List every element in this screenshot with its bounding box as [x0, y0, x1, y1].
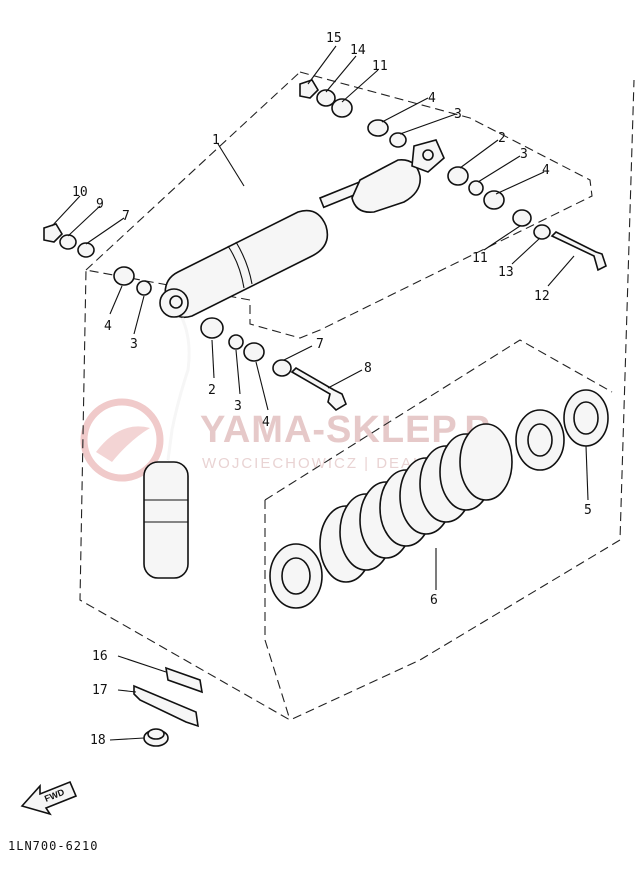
- callout-1: 1: [212, 133, 220, 148]
- callout-11-right: 11: [472, 251, 488, 266]
- watermark-logo-swoosh: [96, 426, 150, 462]
- spring-assembly-outline: [264, 500, 291, 721]
- callout-3-right: 3: [520, 147, 528, 162]
- reservoir-hose-inner: [166, 317, 191, 461]
- washer-14: [316, 89, 336, 107]
- ring-3-upper: [389, 132, 407, 148]
- washer-13: [533, 224, 551, 240]
- loose-parts: [133, 666, 204, 747]
- shock-band-2: [235, 241, 253, 285]
- watermark-main-text: YAMA-SKLEP.P: [200, 409, 491, 451]
- shock-eye-outline: [85, 71, 301, 271]
- callout-12: 12: [534, 289, 550, 304]
- label-16: [164, 666, 204, 694]
- spring-assembly: [269, 389, 609, 609]
- reservoir-body: [143, 461, 189, 579]
- fwd-arrow-shape: [20, 780, 78, 816]
- spring-coils-6: [319, 423, 513, 583]
- shock-reservoir-band: [227, 245, 245, 289]
- callout-14: 14: [350, 43, 366, 58]
- callout-4-right: 4: [542, 163, 550, 178]
- bolt-8: [290, 366, 347, 412]
- ring-3-right: [468, 180, 484, 196]
- collar-4-right: [483, 190, 505, 210]
- spring-upper-retainer-hole: [527, 423, 553, 457]
- shock-absorber: [159, 139, 445, 319]
- callout-5: 5: [584, 503, 592, 518]
- fwd-arrow: FWD: [20, 780, 78, 816]
- washer-11-right: [512, 209, 532, 227]
- drawing-code: 1LN700-6210: [8, 839, 98, 853]
- shock-lower-eye-hole: [169, 295, 183, 309]
- callout-2-right: 2: [498, 131, 506, 146]
- callout-7-lower: 7: [316, 337, 324, 352]
- callout-13: 13: [498, 265, 514, 280]
- assembly-outlines: [79, 71, 635, 721]
- washer-11-upper: [331, 98, 353, 118]
- callout-2-lower: 2: [208, 383, 216, 398]
- callout-6: 6: [430, 593, 438, 608]
- reservoir: [143, 317, 191, 579]
- callout-16: 16: [92, 649, 108, 664]
- callout-8: 8: [364, 361, 372, 376]
- nut-10: [43, 223, 64, 243]
- clamp-17: [133, 684, 199, 728]
- shock-upper-housing: [351, 159, 421, 214]
- upper-hardware: [299, 79, 407, 148]
- watermark-sub-text: WOJCIECHOWICZ | DEAL: [202, 455, 423, 472]
- collar-4-left: [113, 266, 135, 286]
- ring-3-left: [136, 280, 152, 296]
- collar-4-upper: [367, 119, 389, 137]
- washer-9: [59, 234, 77, 250]
- spring-seat-5-hole: [573, 401, 599, 435]
- callout-17: 17: [92, 683, 108, 698]
- bushing-2-right: [447, 166, 469, 186]
- bolt-12: [550, 231, 607, 272]
- callout-3-left: 3: [130, 337, 138, 352]
- callouts: 15 14 11 4 3 1 2 3 4 10 9 7 11 13 12 4 3…: [72, 31, 592, 748]
- washer-7-left: [77, 242, 95, 258]
- left-hardware: [43, 223, 152, 296]
- callout-4-lower: 4: [262, 415, 270, 430]
- callout-18: 18: [90, 733, 106, 748]
- cap-18-top: [147, 728, 165, 740]
- shock-assembly-outline: [79, 71, 635, 721]
- ring-3-lower: [228, 334, 244, 350]
- leader-lines: [51, 45, 589, 741]
- callout-3-lower: 3: [234, 399, 242, 414]
- collar-4-lower: [243, 342, 265, 362]
- callout-4-upper: 4: [428, 91, 436, 106]
- callout-10: 10: [72, 185, 88, 200]
- callout-3-upper: 3: [454, 107, 462, 122]
- watermark-logo: [80, 398, 164, 482]
- callout-11-upper: 11: [372, 59, 388, 74]
- spring-lower-seat-hole: [281, 557, 311, 595]
- callout-15: 15: [326, 31, 342, 46]
- spring-box-outline: [264, 339, 613, 501]
- watermark: YAMA-SKLEP.P WOJCIECHOWICZ | DEAL: [80, 398, 491, 482]
- washer-7-lower: [272, 359, 292, 377]
- callout-4-left: 4: [104, 319, 112, 334]
- callout-7-left: 7: [122, 209, 130, 224]
- callout-9: 9: [96, 197, 104, 212]
- bushing-2-lower: [200, 317, 224, 339]
- shock-upper-eye-hole: [422, 149, 434, 161]
- right-hardware: [447, 166, 607, 272]
- lower-hardware: [200, 317, 347, 412]
